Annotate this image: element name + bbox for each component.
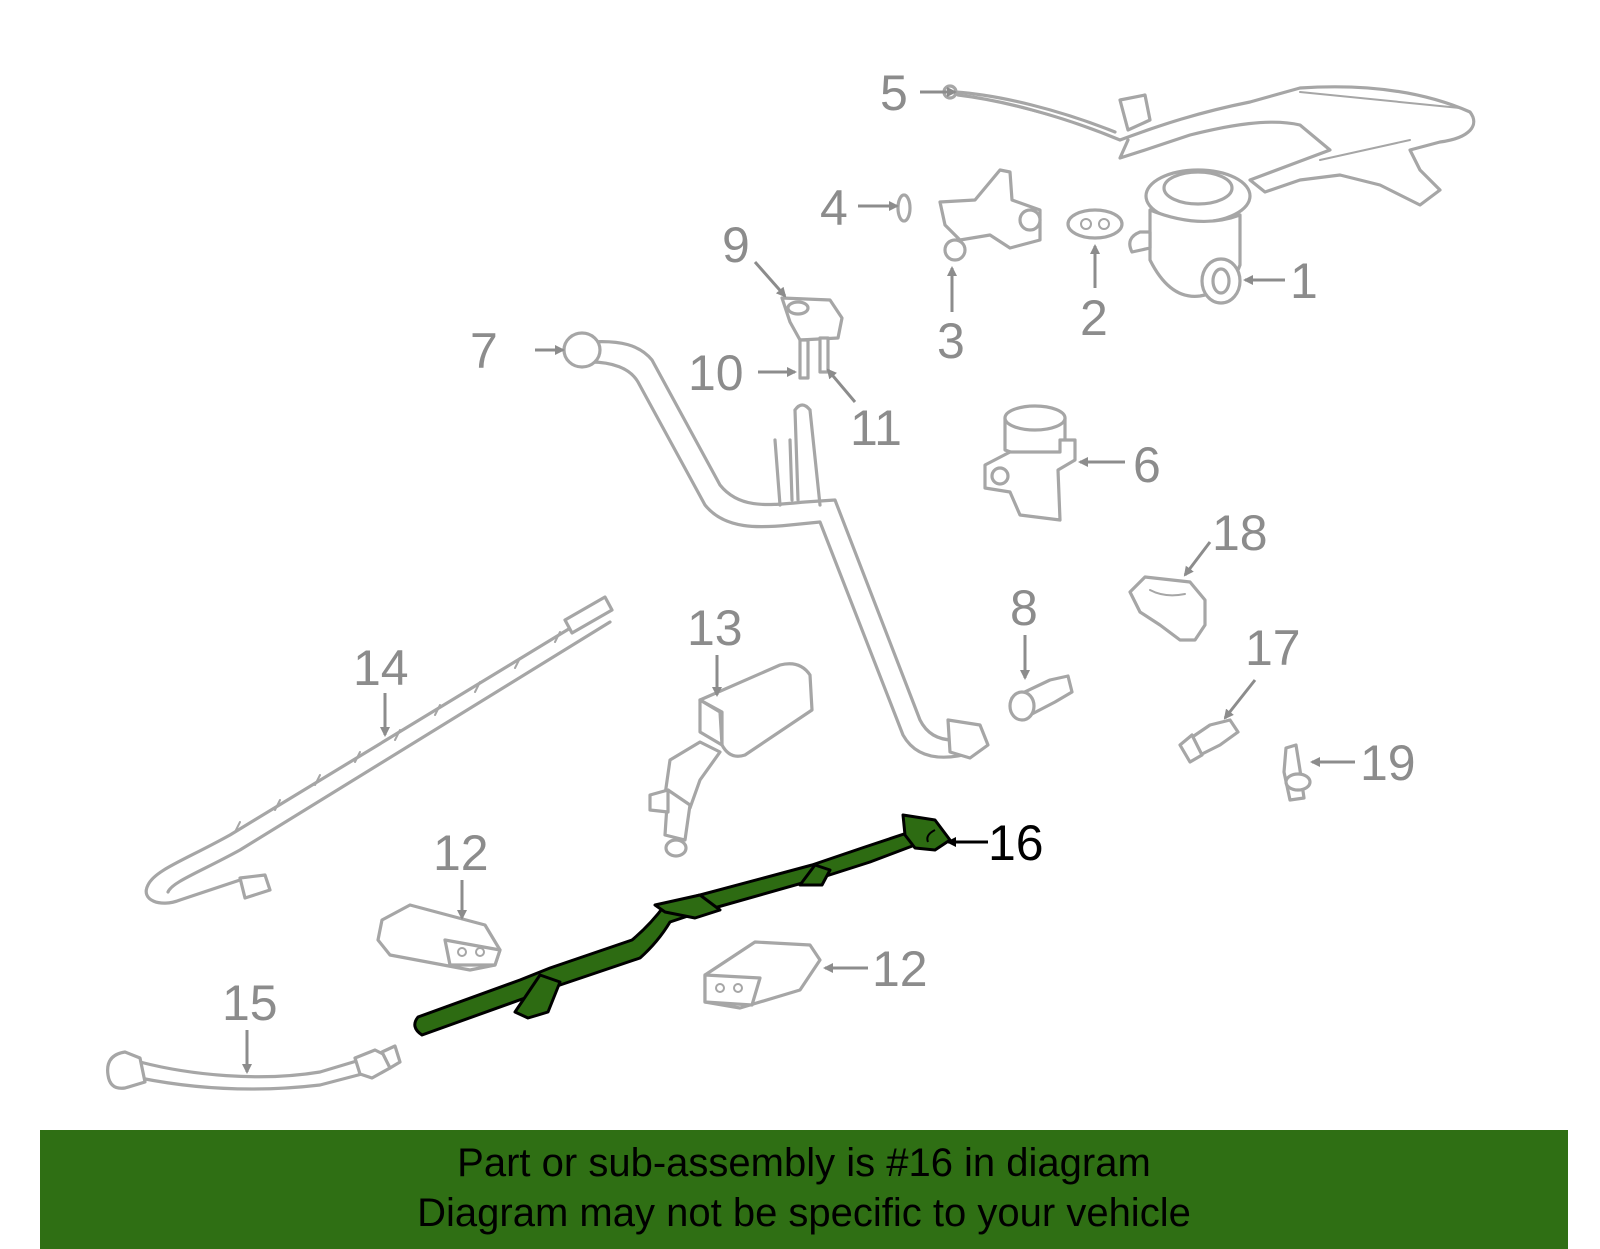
part-4-o-ring[interactable] <box>896 193 912 223</box>
callout-11: 11 <box>850 400 902 456</box>
part-17-sensor[interactable] <box>1178 718 1240 764</box>
callout-6: 6 <box>1133 437 1161 493</box>
part-18-bracket[interactable] <box>1128 575 1207 642</box>
part-12-pad-left[interactable] <box>376 903 502 972</box>
part-13-resonator[interactable] <box>648 662 814 858</box>
callout-5: 5 <box>880 65 908 121</box>
part-7-tube[interactable] <box>562 331 990 760</box>
part-5-harness[interactable] <box>942 84 1476 207</box>
part-10-terminal[interactable] <box>798 338 810 380</box>
callout-16: 16 <box>988 815 1044 871</box>
callout-4: 4 <box>820 180 848 236</box>
part-15-hose[interactable] <box>106 1044 402 1091</box>
callout-7: 7 <box>470 323 498 379</box>
callout-15: 15 <box>222 975 278 1031</box>
callout-12-left: 12 <box>433 825 489 881</box>
callout-17: 17 <box>1245 620 1301 676</box>
banner-line-2: Diagram may not be specific to your vehi… <box>417 1191 1191 1235</box>
callout-19: 19 <box>1360 735 1416 791</box>
callout-10: 10 <box>688 345 744 401</box>
callout-13: 13 <box>687 600 743 656</box>
part-1-egr-valve[interactable] <box>1128 168 1252 305</box>
callout-1: 1 <box>1290 253 1318 309</box>
part-12-pad-right[interactable] <box>703 940 822 1010</box>
part-9-connector[interactable] <box>780 296 844 342</box>
part-6-solenoid[interactable] <box>983 404 1077 522</box>
callout-2: 2 <box>1080 290 1108 346</box>
callout-14: 14 <box>353 640 409 696</box>
callout-8: 8 <box>1010 580 1038 636</box>
callout-12-right: 12 <box>872 941 928 997</box>
info-banner: Part or sub-assembly is #16 in diagram D… <box>40 1130 1568 1249</box>
part-16-highlighted-tube[interactable] <box>413 813 952 1037</box>
banner-line-1: Part or sub-assembly is #16 in diagram <box>457 1141 1151 1185</box>
part-11-terminal[interactable] <box>818 336 830 374</box>
part-8-sensor[interactable] <box>1008 674 1074 722</box>
part-3-sensor-bracket[interactable] <box>938 168 1042 262</box>
callout-18: 18 <box>1212 505 1268 561</box>
callout-3: 3 <box>937 313 965 369</box>
callout-arrows <box>242 87 1355 1074</box>
part-19-sensor[interactable] <box>1282 743 1312 802</box>
part-2-gasket[interactable] <box>1066 208 1124 240</box>
part-14-hose[interactable] <box>144 595 614 905</box>
callout-9: 9 <box>722 217 750 273</box>
